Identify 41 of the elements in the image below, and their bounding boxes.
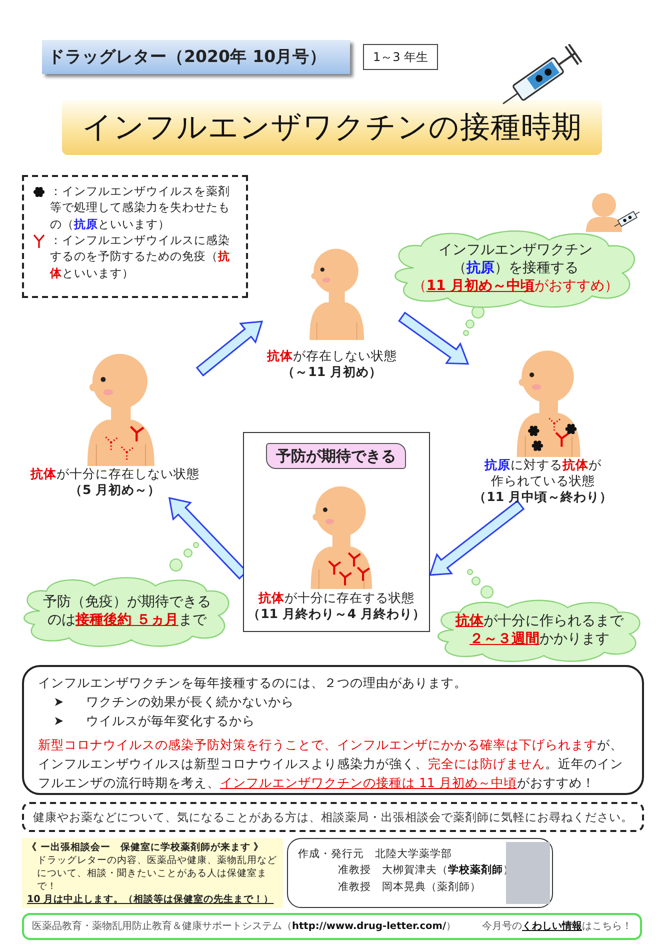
note-text: 健康やお薬などについて、気になることがある方は、相談薬局・出張相談会で薬剤師に気軽にお尋ねください。 xyxy=(33,810,633,824)
state-text: 抗原に対する抗体が作られている状態 xyxy=(483,457,602,489)
consult-heading: 《 ー出張相談会ー 保健室に学校薬剤師が来ます 》 xyxy=(27,841,265,854)
period-text: （11 月終わり～4 月終わり） xyxy=(246,606,426,622)
ribbon-banner: 予防が期待できる xyxy=(266,443,406,469)
reason-text: ウイルスが毎年変化するから xyxy=(86,712,255,730)
reasons-box xyxy=(22,665,644,795)
period-text: （～11 月初め） xyxy=(282,364,382,380)
author-text: 准教授 岡本晃典（薬剤師） xyxy=(337,880,482,895)
publisher-text: 作成・発行元 北陸大学薬学部 xyxy=(298,847,453,862)
legend-text: ：インフルエンザウイルスを薬剤等で処理して感染力を失わせたもの（抗原といいます） xyxy=(50,183,231,232)
block-arrow xyxy=(428,500,525,576)
state-text: 抗体が十分に存在する状態 xyxy=(257,590,416,606)
state-text: 抗体が存在しない状態 xyxy=(267,348,397,364)
period-text: （11 月中頃～終わり） xyxy=(474,489,612,505)
cloud-text: （11 月初め～中頃がおすすめ） xyxy=(412,277,619,296)
footer-bar xyxy=(22,913,642,940)
footer-text: 医薬品教育・薬物乱用防止教育＆健康サポートシステム（http://www.drug-letter.com/） xyxy=(32,920,456,933)
block-arrow xyxy=(398,312,470,365)
period-text: （5 月初め～） xyxy=(69,482,161,498)
note-paragraph: 新型コロナウイルスの感染予防対策を行うことで、インフルエンザにかかる確率は下げられますが、インフルエンザウイルスは新型コロナウイルスより感染力が強く、完全には防げません。近年のインフルエンザの流行時期を考え、インフルエンザワクチンの接種は 11 月初め～中頃がおすすめ！ xyxy=(38,736,624,792)
author-box xyxy=(287,838,553,908)
cloud-text: インフルエンザワクチン（抗原）を接種する xyxy=(438,240,594,278)
header-text: ドラッグレター（2020年 10月号） xyxy=(48,46,327,68)
cloud-text: 抗体が十分に作られるまで２～３週間かかります xyxy=(454,612,625,648)
state-text: 抗体が十分に存在しない状態 xyxy=(30,466,200,482)
note-box xyxy=(22,802,644,832)
title-text: インフルエンザワクチンの接種時期 xyxy=(82,109,582,147)
grade-text: 1～3 年生 xyxy=(372,48,428,66)
block-arrow xyxy=(196,320,264,377)
info-link: 今月号のくわしい情報はこちら！ xyxy=(482,920,632,933)
issue-header xyxy=(42,40,350,74)
consult-box xyxy=(22,838,283,908)
grade-tag xyxy=(363,44,438,70)
consult-notice: 10 月は中止します。（相談等は保健室の先生まで！） xyxy=(27,893,275,906)
highlight-box xyxy=(243,432,430,632)
reason-text: ワクチンの効果が長く続かないから xyxy=(86,692,294,711)
intro-text: インフルエンザワクチンを毎年接種するのには、２つの理由があります。 xyxy=(38,674,468,692)
legend-text: ：インフルエンザウイルスに感染するのを予防するための免疫（抗体といいます） xyxy=(50,232,231,281)
consult-text: ドラッグレターの内容、医薬品や健康、薬物乱用などについて、相談・聞きたいことがある人は保健室まで！ xyxy=(36,854,278,894)
cloud-text: 予防（免疫）が期待できるのは接種後約 ５ヵ月まで xyxy=(42,592,212,630)
